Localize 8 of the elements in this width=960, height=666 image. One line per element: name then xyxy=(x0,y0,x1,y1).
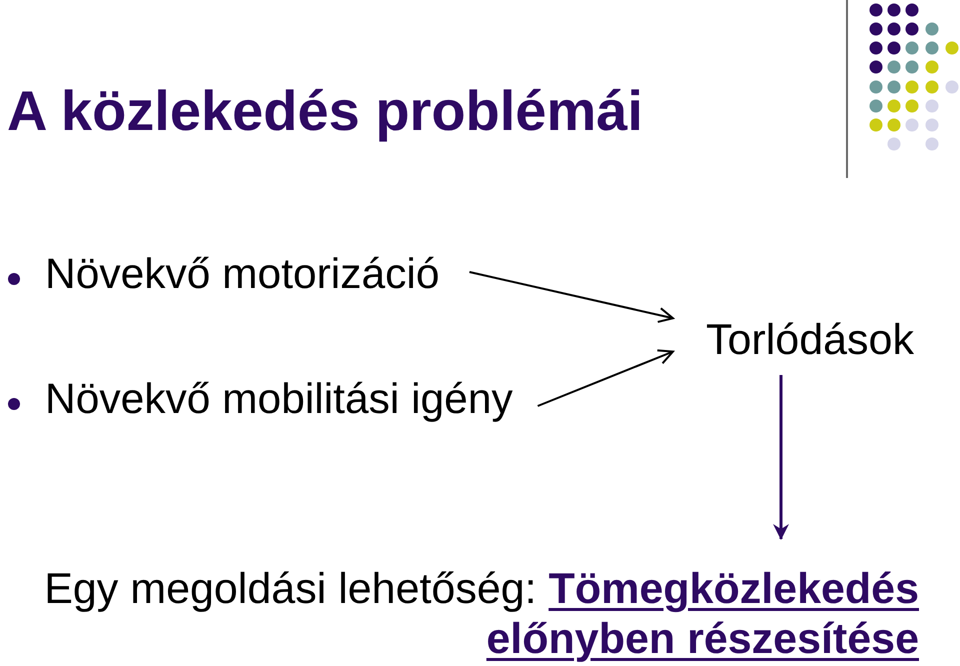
bullet-point-text: Növekvő motorizáció xyxy=(45,251,440,299)
bullet-point-text: Növekvő mobilitási igény xyxy=(45,376,513,424)
outcome-text: Torlódások xyxy=(706,316,914,364)
arrow xyxy=(537,349,674,407)
arrow xyxy=(469,271,674,323)
solution-text: Egy megoldási lehetőség: Tömegközlekedés előnyben részesítése xyxy=(24,564,919,664)
slide-title: A közlekedés problémái xyxy=(7,79,643,143)
arrow xyxy=(773,375,789,540)
